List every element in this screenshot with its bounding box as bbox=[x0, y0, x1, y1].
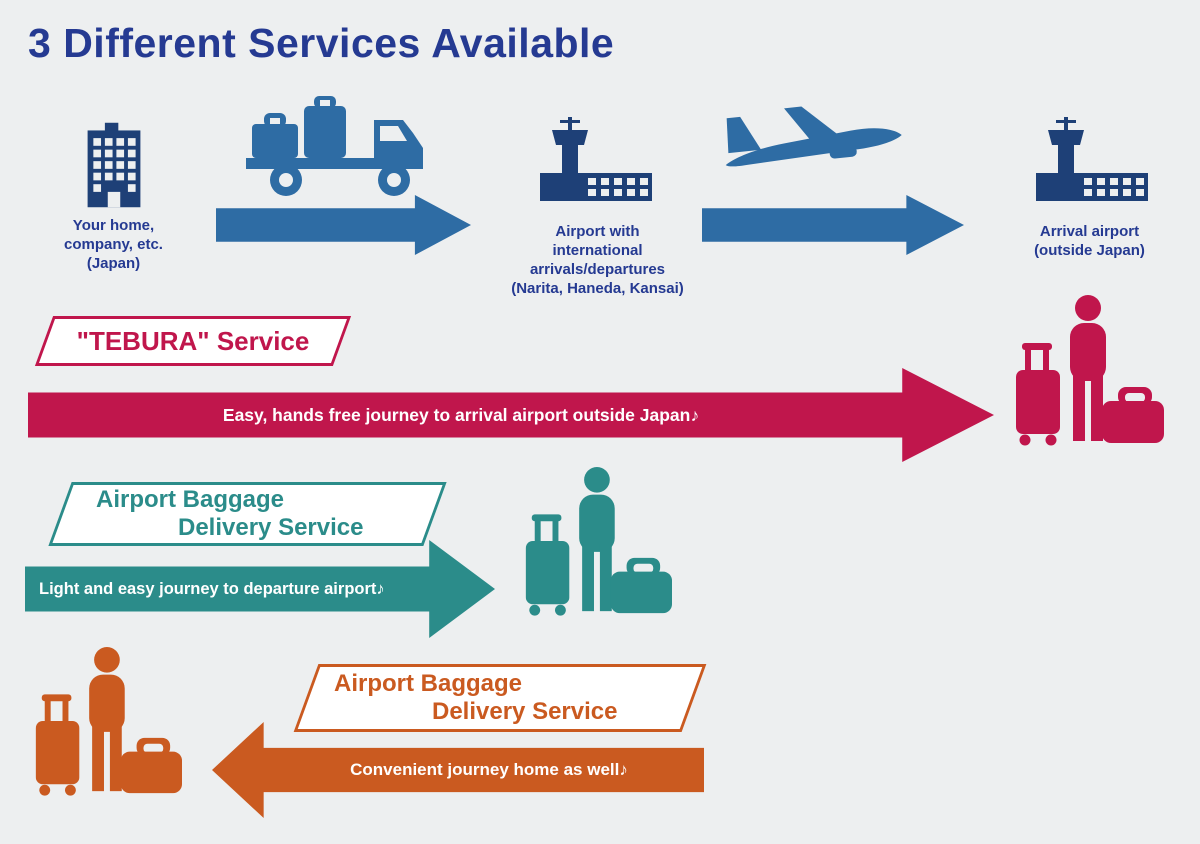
departure-airport-label: Airport with international arrivals/depa… bbox=[511, 223, 684, 298]
tebura-service-badge: "TEBURA" Service bbox=[34, 316, 352, 366]
airplane-icon bbox=[725, 106, 902, 167]
arrival-airport-label: Arrival airport (outside Japan) bbox=[1034, 223, 1145, 260]
badge-label-line2: Delivery Service bbox=[178, 514, 364, 541]
banner-text: Convenient journey home as well♪ bbox=[350, 760, 628, 779]
departure-delivery-banner-arrow: Light and easy journey to departure airp… bbox=[25, 540, 495, 638]
badge-label: "TEBURA" Service bbox=[76, 326, 310, 356]
building-icon bbox=[87, 122, 141, 208]
badge-label-line1: Airport Baggage bbox=[334, 670, 523, 697]
traveler-with-luggage-icon bbox=[1016, 295, 1164, 446]
badge-label-line1: Airport Baggage bbox=[96, 486, 285, 513]
home-label: Your home, company, etc. (Japan) bbox=[64, 217, 163, 273]
badge-label-line2: Delivery Service bbox=[432, 698, 618, 725]
traveler-with-luggage-icon bbox=[35, 646, 182, 796]
airport-baggage-delivery-return-badge: Airport Baggage Delivery Service bbox=[293, 664, 707, 732]
airport-tower-icon bbox=[540, 117, 652, 201]
tebura-banner-arrow: Easy, hands free journey to arrival airp… bbox=[28, 368, 994, 462]
luggage-truck-icon bbox=[246, 96, 423, 196]
airport-tower-icon bbox=[1036, 117, 1148, 201]
banner-text: Light and easy journey to departure airp… bbox=[39, 579, 385, 598]
page-title: 3 Different Services Available bbox=[28, 20, 615, 66]
traveler-with-luggage-icon bbox=[525, 466, 672, 616]
airport-baggage-delivery-badge: Airport Baggage Delivery Service bbox=[48, 482, 447, 546]
banner-text: Easy, hands free journey to arrival airp… bbox=[222, 404, 700, 425]
right-arrow-icon bbox=[216, 195, 471, 255]
right-arrow-icon bbox=[702, 195, 964, 255]
